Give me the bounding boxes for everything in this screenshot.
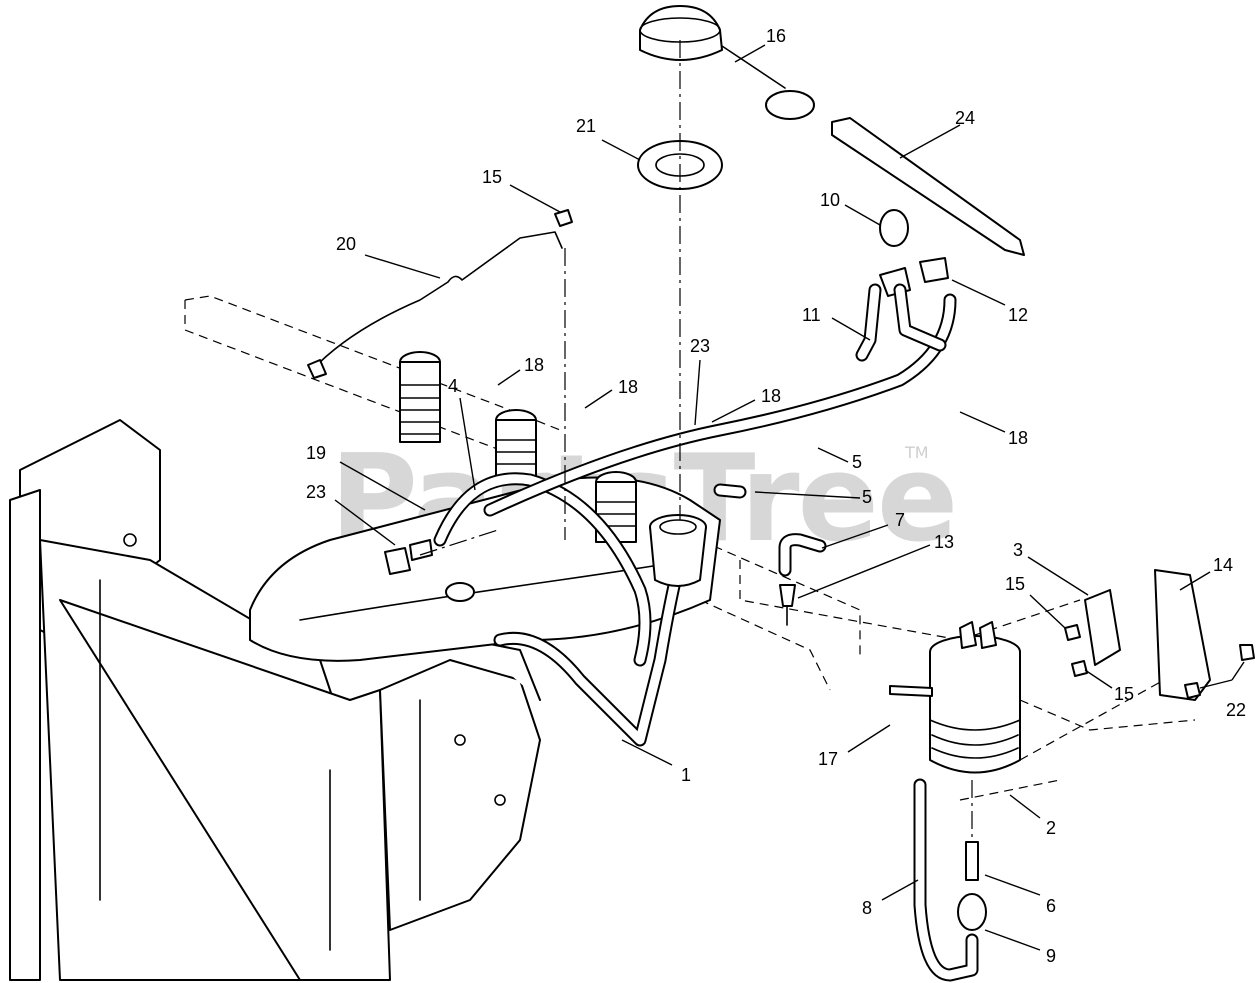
callout-5-right: 5 [862,487,872,507]
vent-valve [855,209,949,362]
callout-15-lower: 15 [1114,684,1134,704]
callout-23-left: 23 [306,482,326,502]
callout-18-c: 18 [761,386,781,406]
callout-19: 19 [306,443,326,463]
callout-24: 24 [955,108,975,128]
check-valve [778,533,827,626]
callout-15-mid: 15 [1005,574,1025,594]
callout-23-top: 23 [690,336,710,356]
strap [831,117,1025,256]
callout-4: 4 [448,376,458,396]
fuel-filter [913,778,987,982]
callout-13: 13 [934,532,954,552]
callout-8: 8 [862,898,872,918]
fuel-cap [639,5,815,120]
bolt-top [554,209,573,227]
callout-11: 11 [802,305,821,325]
callout-7: 7 [895,510,905,530]
tank-fittings [384,539,475,602]
filler-neck [649,514,707,587]
spring-middle [495,409,537,481]
callout-21: 21 [576,116,596,136]
callout-18-b: 18 [618,377,638,397]
callout-5-upper: 5 [852,452,862,472]
canister-bracket [1064,569,1255,701]
callout-9: 9 [1046,946,1056,966]
assembly-centerlines [419,40,973,842]
callout-2: 2 [1046,818,1056,838]
callout-22: 22 [1226,700,1246,720]
callout-12: 12 [1008,305,1028,325]
callout-17: 17 [818,749,838,769]
callouts: 16 21 24 15 20 10 12 11 23 18 18 18 18 4… [306,26,1246,966]
tank-rod [307,231,563,379]
charcoal-canister [929,621,1021,774]
callout-14: 14 [1213,555,1233,575]
callout-6: 6 [1046,896,1056,916]
canister-clip [889,685,933,697]
engine-frame [9,419,541,981]
spring-left [399,351,441,443]
callout-15-top: 15 [482,167,502,187]
callout-3: 3 [1013,540,1023,560]
callout-18-a: 18 [524,355,544,375]
callout-18-d: 18 [1008,428,1028,448]
callout-16: 16 [766,26,786,46]
callout-20: 20 [336,234,356,254]
leader-lines [334,44,1245,951]
watermark-trademark: TM [904,443,929,462]
fuel-hoses [433,293,957,747]
callout-1: 1 [681,765,691,785]
callout-10: 10 [820,190,840,210]
